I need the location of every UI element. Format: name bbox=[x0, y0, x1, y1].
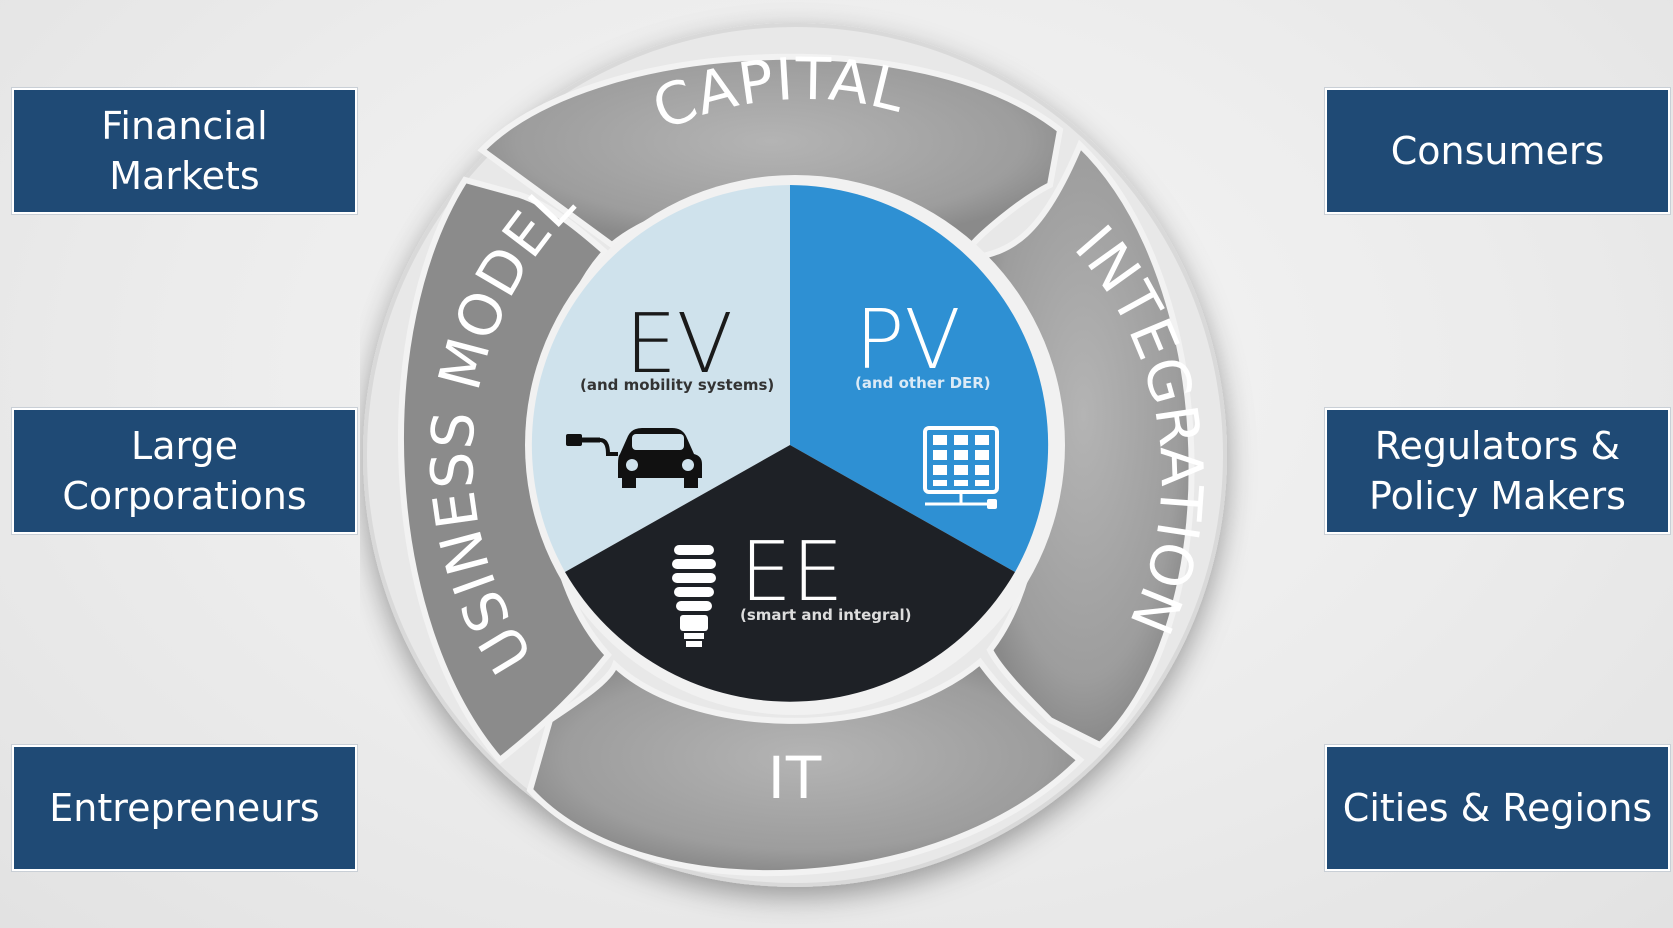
entrepreneurs-label: Entrepreneurs bbox=[49, 786, 320, 830]
ee-sector bbox=[565, 445, 1015, 702]
it-label: IT bbox=[768, 744, 823, 812]
pie-chart bbox=[531, 185, 1049, 702]
light-bulb-icon bbox=[672, 545, 716, 647]
entrepreneurs-box: Entrepreneurs bbox=[12, 745, 357, 871]
pv-sector bbox=[790, 185, 1049, 572]
consumers-box: Consumers bbox=[1325, 88, 1670, 214]
solar-panel-icon bbox=[923, 426, 999, 509]
financial-markets-box: Financial Markets bbox=[12, 88, 357, 214]
ee-subtitle: (smart and integral) bbox=[740, 606, 912, 624]
consumers-label: Consumers bbox=[1390, 129, 1605, 173]
cities-regions-box: Cities & Regions bbox=[1325, 745, 1670, 871]
car-with-plug-icon bbox=[566, 428, 702, 488]
ev-title: EV bbox=[625, 297, 733, 392]
financial-markets-label: Financial Markets bbox=[101, 104, 268, 198]
large-corporations-label: Large Corporations bbox=[62, 424, 307, 518]
pv-title: PV bbox=[855, 293, 961, 388]
pv-subtitle: (and other DER) bbox=[855, 374, 991, 392]
ee-title: EE bbox=[740, 525, 844, 620]
energy-transition-wheel: CAPITAL INTEGRATION IT BUSINESS MODELS E… bbox=[360, 0, 1227, 887]
ev-sector bbox=[531, 185, 790, 572]
ring-segments bbox=[398, 53, 1195, 877]
it-segment bbox=[526, 657, 1085, 877]
cities-regions-label: Cities & Regions bbox=[1342, 786, 1653, 830]
large-corporations-box: Large Corporations bbox=[12, 408, 357, 534]
regulators-policy-makers-label: Regulators & Policy Makers bbox=[1369, 424, 1626, 518]
regulators-policy-makers-box: Regulators & Policy Makers bbox=[1325, 408, 1670, 534]
ev-subtitle: (and mobility systems) bbox=[580, 376, 774, 394]
